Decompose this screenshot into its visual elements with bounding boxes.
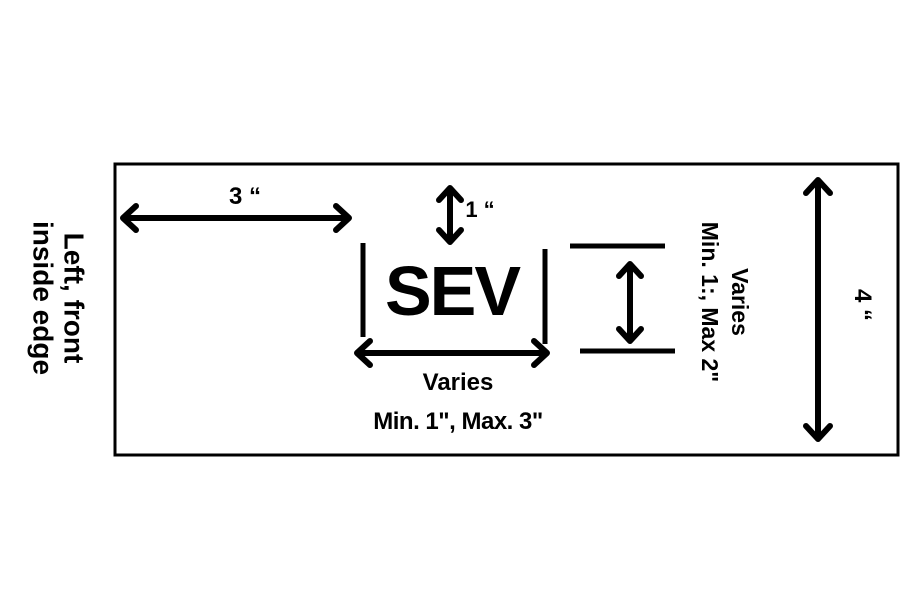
left-offset-label: 3 “ xyxy=(228,183,262,210)
lettering-sample: SEV xyxy=(384,252,521,330)
letter-height-note: Varies Min. 1:, Max 2" xyxy=(694,222,754,382)
letter-width-range: Min. 1", Max. 3" xyxy=(373,408,543,435)
letter-height-label: Varies xyxy=(726,268,753,336)
panel-outline xyxy=(113,162,900,457)
edge-note-line1: Left, front xyxy=(58,232,90,364)
top-offset-label: 1 “ xyxy=(465,197,495,222)
letter-width-label: Varies xyxy=(422,369,494,396)
panel-height-arrow-icon xyxy=(803,177,833,442)
edge-note: Left, front inside edge xyxy=(27,220,90,376)
left-offset-arrow-icon xyxy=(120,203,352,233)
edge-note-line2: inside edge xyxy=(27,220,58,376)
letter-width-arrow-icon xyxy=(354,338,550,368)
top-offset-arrow-icon xyxy=(436,185,464,245)
letter-height-arrow-icon xyxy=(616,261,644,344)
letter-height-range: Min. 1:, Max 2" xyxy=(697,221,723,383)
panel-height-label: 4 “ xyxy=(849,288,876,322)
